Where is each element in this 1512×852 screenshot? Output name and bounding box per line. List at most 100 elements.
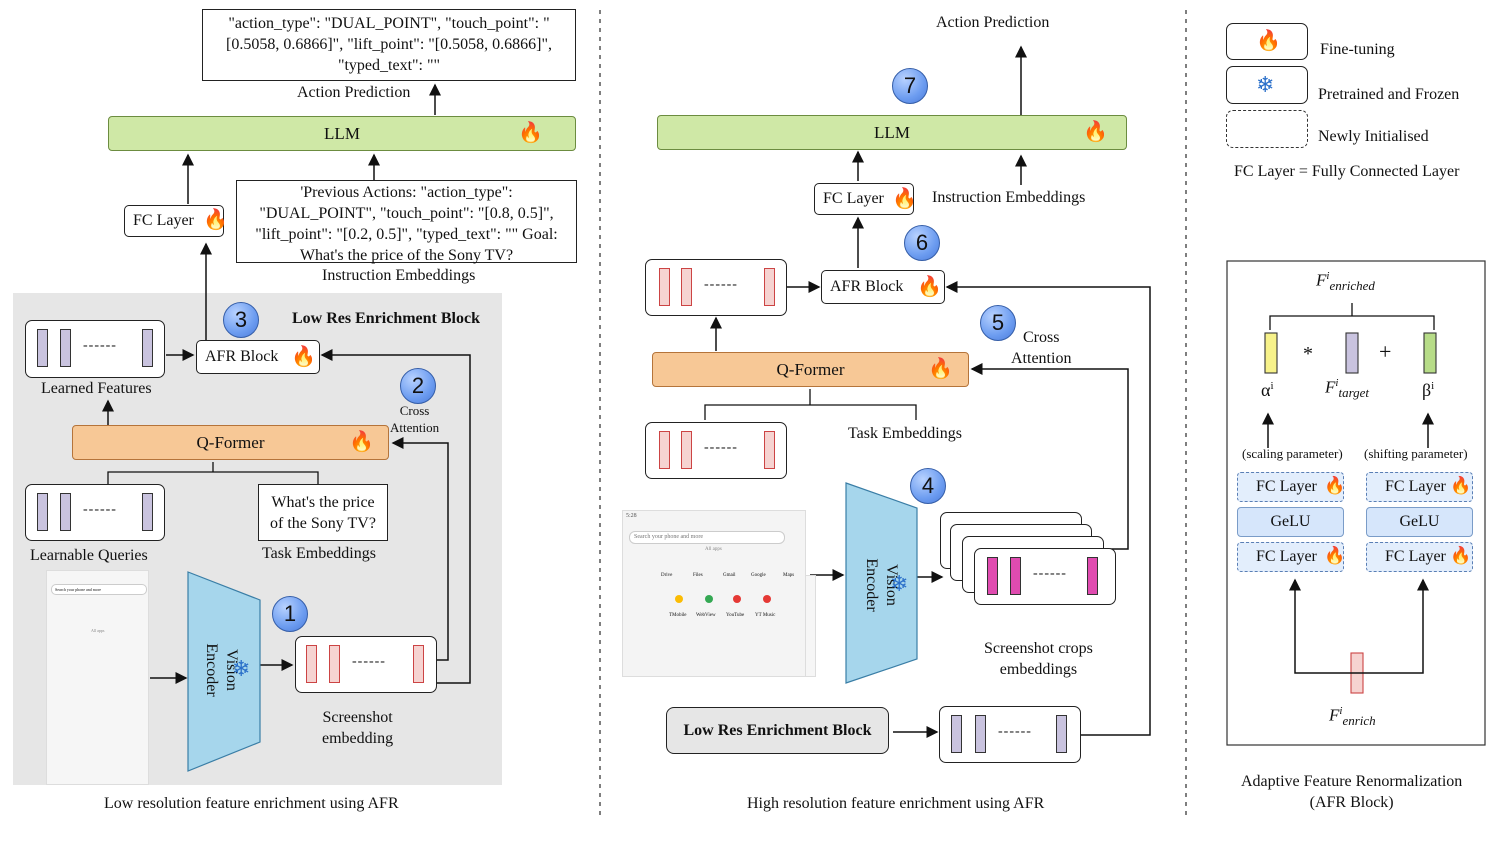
mid-query-token	[764, 431, 775, 469]
step-7-badge: 7	[892, 68, 928, 104]
left-cross-attention-label: Cross Attention	[390, 403, 440, 435]
times-symbol: *	[1303, 343, 1313, 365]
lowres-token	[951, 715, 962, 753]
phone-status: 5:28	[626, 513, 637, 519]
mid-low-res-block: Low Res Enrichment Block	[666, 707, 889, 754]
f-enriched-label: Fienriched	[1316, 270, 1375, 294]
enriched-token	[659, 268, 670, 306]
mid-fc-layer-label: FC Layer	[823, 190, 884, 207]
scale-gelu: GeLU	[1237, 507, 1344, 537]
left-fc-layer-label: FC Layer	[133, 212, 194, 229]
left-fc-fire-icon: 🔥	[203, 209, 228, 231]
crop-token	[1087, 557, 1098, 595]
lowres-dots: ------	[998, 724, 1032, 739]
left-task-label: Task Embeddings	[262, 545, 376, 562]
left-phone-screenshot: Search your phone and more All apps	[46, 570, 149, 785]
left-llm-block: LLM	[108, 116, 576, 151]
shift-fc-bottom-fire-icon: 🔥	[1450, 546, 1472, 565]
beta-label: βi	[1422, 380, 1435, 400]
screenshot-token	[413, 645, 424, 683]
mid-llm-label: LLM	[874, 122, 910, 142]
phone-section-label: All apps	[705, 547, 722, 552]
left-encoder-snowflake-icon: ❄	[232, 656, 251, 681]
scale-fc-layer-top-label: FC Layer	[1256, 478, 1317, 495]
phone-search-bar: Search your phone and more	[51, 584, 147, 595]
mid-afr-fire-icon: 🔥	[917, 276, 942, 298]
feature-token	[37, 329, 48, 367]
enriched-dots: ------	[704, 277, 738, 292]
query-token	[60, 493, 71, 531]
legend-fine-tuning-label: Fine-tuning	[1320, 41, 1395, 58]
left-caption: Low resolution feature enrichment using …	[104, 795, 399, 812]
mid-encoder-snowflake-icon: ❄	[890, 571, 909, 596]
screenshot-embedding-label: Screenshot embedding	[322, 709, 394, 747]
scale-fc-bottom-fire-icon: 🔥	[1324, 546, 1346, 565]
phone-search-bar: Search your phone and more	[629, 531, 785, 544]
mid-qformer-fire-icon: 🔥	[928, 358, 953, 380]
shift-fc-layer-top: FC Layer	[1366, 472, 1473, 502]
phone-app-label: Maps	[783, 573, 795, 578]
left-task-box: What's the price of the Sony TV?	[258, 484, 388, 541]
phone-crop-0: 5:28 Search your phone and more All apps…	[622, 510, 806, 677]
left-afr-block-label: AFR Block	[205, 348, 279, 365]
mid-afr-block-label: AFR Block	[830, 278, 904, 295]
crop-token	[987, 557, 998, 595]
legend-frozen-label: Pretrained and Frozen	[1318, 86, 1460, 103]
mid-llm-fire-icon: 🔥	[1083, 121, 1108, 143]
step-5-badge: 5	[980, 305, 1016, 341]
shifting-label: (shifting parameter)	[1364, 446, 1468, 461]
legend-newly-swatch	[1226, 110, 1308, 148]
scale-fc-layer-bottom: FC Layer	[1237, 542, 1344, 572]
legend-newly-label: Newly Initialised	[1318, 128, 1429, 145]
phone-section-label: All apps	[91, 628, 105, 633]
scale-fc-top-fire-icon: 🔥	[1324, 476, 1346, 495]
left-instruction-label: Instruction Embeddings	[322, 267, 476, 284]
phone-app-label: YT Music	[755, 613, 776, 618]
legend-snowflake-icon: ❄	[1256, 72, 1275, 97]
left-fc-layer: FC Layer	[124, 205, 224, 237]
step-4-badge: 4	[910, 468, 946, 504]
phone-app-label: Files	[693, 573, 703, 578]
phone-app-label: Google	[751, 573, 766, 578]
learned-features-label: Learned Features	[41, 380, 152, 397]
left-llm-fire-icon: 🔥	[518, 122, 543, 144]
screenshot-embedding-box: ------	[295, 636, 437, 693]
lowres-token	[1056, 715, 1067, 753]
phone-app-label: Gmail	[723, 573, 736, 578]
phone-app-icon	[763, 595, 771, 603]
crops-embedding-label: Screenshot crops embeddings	[984, 640, 1093, 678]
mid-caption: High resolution feature enrichment using…	[747, 795, 1045, 812]
crop-token	[1010, 557, 1021, 595]
shift-fc-top-fire-icon: 🔥	[1450, 476, 1472, 495]
left-afr-block: AFR Block	[196, 340, 320, 374]
mid-fc-fire-icon: 🔥	[892, 188, 917, 210]
enriched-token	[681, 268, 692, 306]
mid-llm-block: LLM	[657, 115, 1127, 150]
left-afr-fire-icon: 🔥	[291, 346, 316, 368]
phone-app-icon	[733, 595, 741, 603]
mid-low-res-features-box: ------	[939, 706, 1081, 763]
screenshot-token	[329, 645, 340, 683]
legend-fire-icon: 🔥	[1256, 30, 1281, 52]
shift-fc-layer-bottom-label: FC Layer	[1385, 548, 1446, 565]
crop-dots: ------	[1033, 566, 1067, 581]
mid-query-dots: ------	[704, 440, 738, 455]
shift-gelu: GeLU	[1366, 507, 1473, 537]
legend-fine-tuning-swatch	[1226, 23, 1308, 60]
screenshot-dots: ------	[352, 654, 386, 669]
phone-app-label: Drive	[661, 573, 673, 578]
shift-fc-layer-top-label: FC Layer	[1385, 478, 1446, 495]
query-token	[142, 493, 153, 531]
phone-app-icon	[705, 595, 713, 603]
query-dots: ------	[83, 502, 117, 517]
phone-app-label: WebView	[696, 613, 716, 618]
mid-query-token	[681, 431, 692, 469]
left-qformer-block: Q-Former	[72, 425, 389, 460]
learned-features-box: ------	[25, 320, 165, 378]
mid-query-box: ------	[645, 422, 787, 479]
learnable-queries-label: Learnable Queries	[30, 547, 148, 564]
learnable-queries-box: ------	[25, 484, 165, 541]
phone-app-label: TMobile	[669, 613, 687, 618]
phone-app-icon	[675, 595, 683, 603]
left-llm-label: LLM	[324, 123, 360, 143]
